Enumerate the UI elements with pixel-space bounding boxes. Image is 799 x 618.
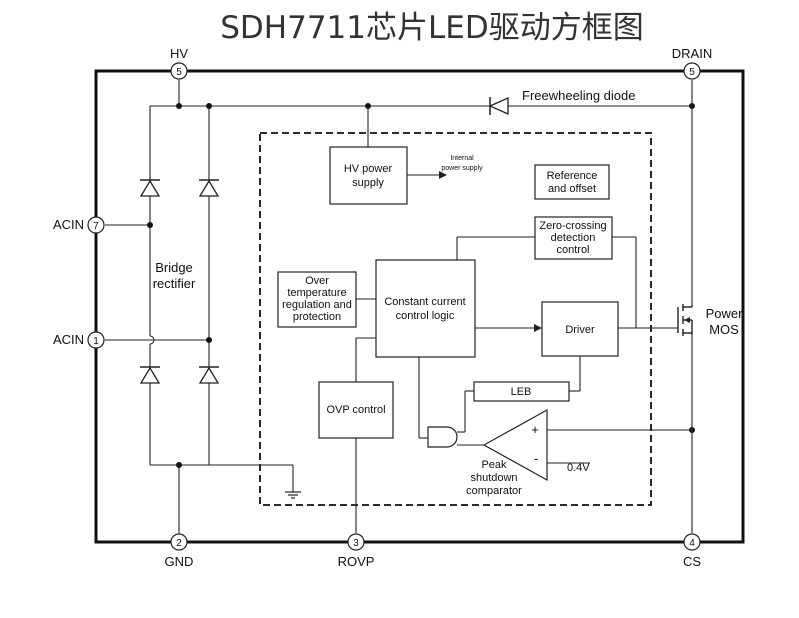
pin-7-label: ACIN xyxy=(53,217,84,232)
reference-voltage-label: 0.4V xyxy=(567,462,590,474)
comparator-minus-sign: - xyxy=(534,451,538,466)
pin-6-label: HV xyxy=(170,46,188,61)
svg-text:4: 4 xyxy=(689,538,695,549)
zero-crossing-wiring xyxy=(456,236,637,328)
hv-power-supply-block xyxy=(329,146,408,205)
pin-6-hv: 5 xyxy=(170,62,188,80)
pin-1-label: ACIN xyxy=(53,332,84,347)
driver-block xyxy=(541,301,619,357)
internal-supply-label-line1: Internal xyxy=(450,155,474,162)
hv-power-label-line1: HV power xyxy=(344,163,393,175)
hv-power-label-line2: supply xyxy=(352,177,384,189)
svg-text:3: 3 xyxy=(353,538,359,549)
bridge-label-line2: rectifier xyxy=(153,276,196,291)
internal-supply-arrow xyxy=(407,171,447,179)
internal-supply-label-line2: power supply xyxy=(441,165,483,172)
ovp-label: OVP control xyxy=(326,404,385,416)
control-logic-label-line1: Constant current xyxy=(384,296,465,308)
svg-text:5: 5 xyxy=(176,67,182,78)
freewheeling-diode-label: Freewheeling diode xyxy=(522,88,635,103)
control-logic-block xyxy=(375,259,476,358)
over-temp-label-line1: Over xyxy=(305,275,329,287)
zero-crossing-block xyxy=(534,216,613,260)
logic-to-driver-arrow xyxy=(475,324,542,332)
pin-4-cs: 4 xyxy=(683,533,701,551)
reference-label-line2: and offset xyxy=(548,183,596,195)
pin-3-label: ROVP xyxy=(338,554,375,569)
ovp-control-block xyxy=(318,381,394,439)
ovp-wiring xyxy=(355,337,376,533)
over-temp-label-line3: regulation and xyxy=(282,299,352,311)
diagram-title: SDH7711芯片LED驱动方框图 xyxy=(220,10,643,46)
peak-label-line2: shutdown xyxy=(470,472,517,484)
bridge-diode-bottom-right xyxy=(198,366,220,384)
bridge-diode-top-left xyxy=(139,179,161,197)
pin-2-label: GND xyxy=(165,554,194,569)
and-gate-icon xyxy=(427,426,458,448)
reference-offset-block xyxy=(534,164,610,200)
over-temperature-block xyxy=(277,271,357,328)
bridge-diode-top-right xyxy=(198,179,220,197)
svg-text:2: 2 xyxy=(176,538,182,549)
pin-2-gnd: 2 xyxy=(170,533,188,551)
zero-crossing-label-line2: detection xyxy=(551,232,596,244)
svg-text:7: 7 xyxy=(93,221,99,232)
ground-icon xyxy=(285,491,301,499)
leb-wiring xyxy=(464,356,581,432)
over-temp-label-line4: protection xyxy=(293,311,341,323)
leb-label: LEB xyxy=(511,386,532,398)
svg-text:1: 1 xyxy=(93,336,99,347)
chip-outline xyxy=(94,69,745,544)
power-mos-icon xyxy=(677,304,693,336)
power-mos-label-line1: Power xyxy=(706,306,744,321)
comparator-icon xyxy=(482,408,548,482)
power-mos-label-line2: MOS xyxy=(709,322,739,337)
pin-1-acin: 1 xyxy=(87,331,105,349)
pin-4-label: CS xyxy=(683,554,701,569)
driver-label: Driver xyxy=(565,324,595,336)
peak-label-line1: Peak xyxy=(481,459,507,471)
peak-label-line3: comparator xyxy=(466,485,522,497)
logic-to-and-wiring xyxy=(418,357,428,439)
zero-crossing-label-line3: control xyxy=(556,244,589,256)
pin-5-drain: 5 xyxy=(683,62,701,80)
pin-3-rovp: 3 xyxy=(347,533,365,551)
reference-label-line1: Reference xyxy=(547,170,598,182)
bridge-rectifier-wiring xyxy=(105,80,692,533)
pin-5-label: DRAIN xyxy=(672,46,712,61)
bridge-diode-bottom-left xyxy=(139,366,161,384)
pin-7-acin: 7 xyxy=(87,216,105,234)
bridge-label-line1: Bridge xyxy=(155,260,193,275)
svg-text:5: 5 xyxy=(689,67,695,78)
control-logic-label-line2: control logic xyxy=(396,310,455,322)
internal-boundary xyxy=(259,132,652,506)
over-temp-label-line2: temperature xyxy=(287,287,346,299)
freewheeling-diode xyxy=(488,96,509,116)
zero-crossing-label-line1: Zero-crossing xyxy=(539,220,606,232)
comparator-plus-sign: + xyxy=(531,422,539,437)
